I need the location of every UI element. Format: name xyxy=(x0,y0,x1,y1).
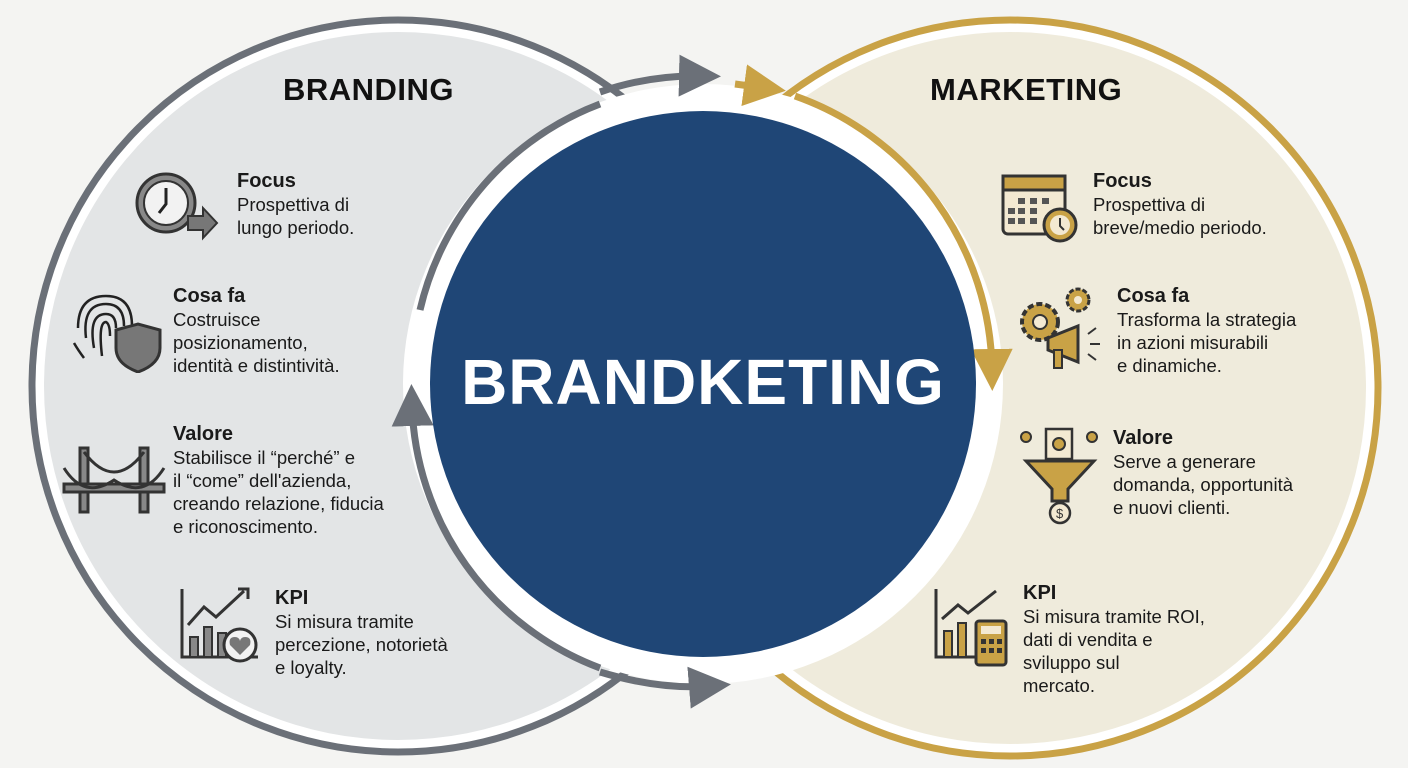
svg-text:$: $ xyxy=(1056,506,1064,521)
chart-calculator-icon xyxy=(934,589,1008,667)
item-text: Trasforma la strategia in azioni misurab… xyxy=(1117,309,1297,376)
item-text: Stabilisce il “perché” e il “come” dell'… xyxy=(173,447,384,537)
item-title: KPI xyxy=(275,587,309,609)
bridge-icon xyxy=(62,446,166,514)
item-title: KPI xyxy=(1023,582,1057,604)
clock-arrow-icon xyxy=(135,172,219,241)
arrow-top-gold xyxy=(734,64,786,107)
item-title: Cosa fa xyxy=(173,285,246,307)
item-text: Costruisce posizionamento, identità e di… xyxy=(173,309,340,376)
arrow-left-up xyxy=(391,384,602,672)
chart-heart-icon xyxy=(180,587,258,663)
item-text: Prospettiva di breve/medio periodo. xyxy=(1093,194,1267,238)
calendar-stopwatch-icon xyxy=(1001,174,1078,243)
arrow-bottom-gray xyxy=(598,666,731,709)
arc-left-top xyxy=(416,100,602,311)
item-text: Serve a generare domanda, opportunità e … xyxy=(1113,451,1293,518)
arrow-right-down xyxy=(793,92,1013,391)
center-label: BRANDKETING xyxy=(461,346,945,418)
branding-title: BRANDING xyxy=(283,72,455,107)
funnel-money-icon: $ xyxy=(1020,427,1098,525)
arrow-top-gray xyxy=(598,54,721,97)
item-title: Cosa fa xyxy=(1117,285,1190,307)
item-text: Si misura tramite ROI, dati di vendita e… xyxy=(1023,606,1205,696)
item-title: Valore xyxy=(1113,427,1174,449)
item-title: Focus xyxy=(237,170,296,192)
fingerprint-shield-icon xyxy=(72,294,162,373)
item-title: Focus xyxy=(1093,170,1152,192)
item-title: Valore xyxy=(173,423,234,445)
gears-megaphone-icon xyxy=(1020,287,1100,369)
center-circle xyxy=(430,111,976,657)
item-text: Si misura tramite percezione, notorietà … xyxy=(275,611,448,678)
item-text: Prospettiva di lungo periodo. xyxy=(237,194,355,238)
marketing-title: MARKETING xyxy=(930,72,1123,107)
